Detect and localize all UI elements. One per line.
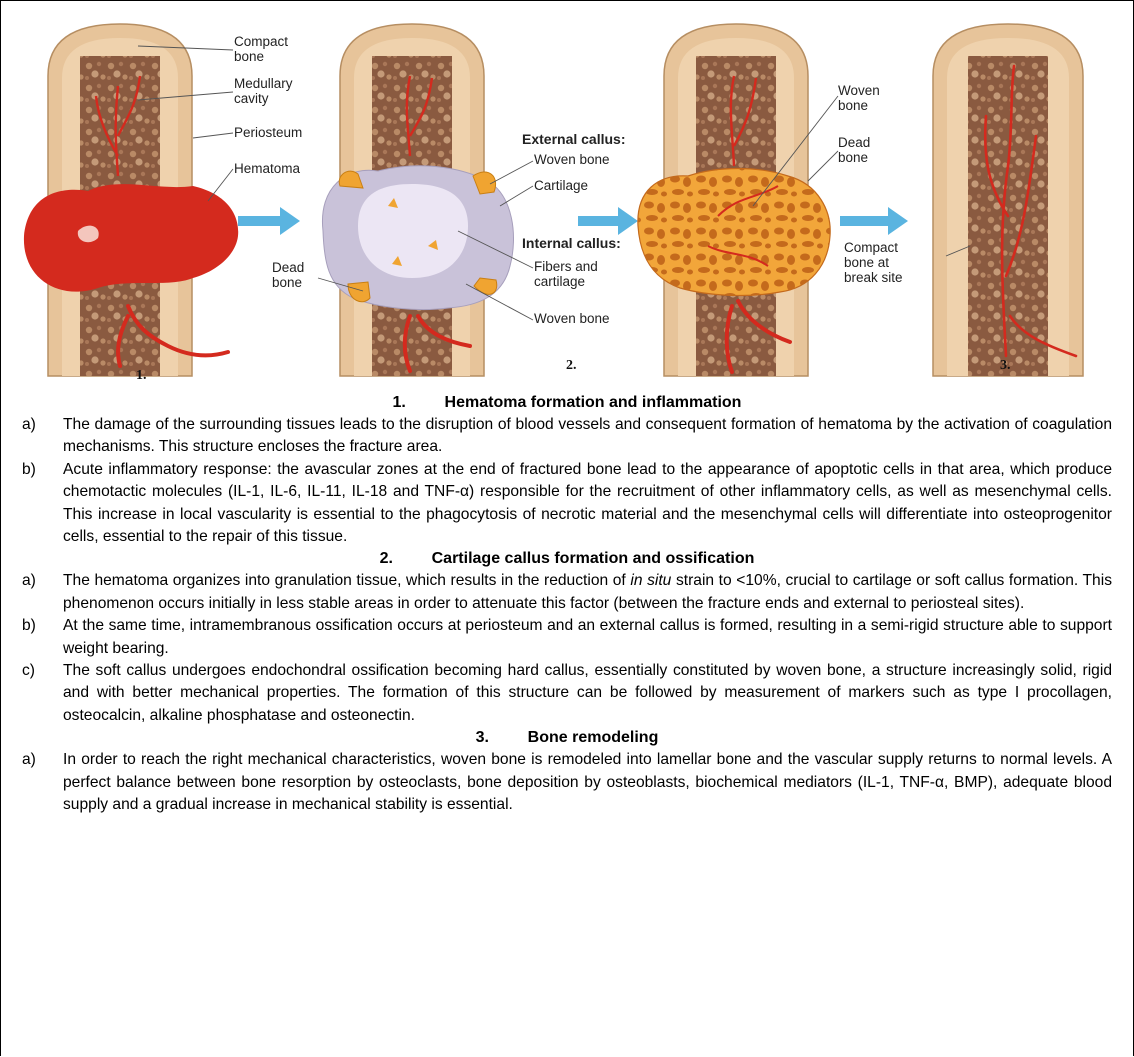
section-2-item-b: b) At the same time, intramembranous ossi… xyxy=(0,615,1134,660)
panel-hematoma xyxy=(24,24,238,376)
item-marker: a) xyxy=(22,570,36,592)
panel-soft-callus xyxy=(322,24,513,376)
fracture-healing-figure: Compact bone Medullary cavity Periosteum… xyxy=(18,16,1118,386)
arrow-1-to-2 xyxy=(238,207,300,235)
section-number: 3. xyxy=(476,727,528,749)
section-title: Hematoma formation and inflammation xyxy=(445,394,742,411)
item-marker: a) xyxy=(22,414,36,436)
item-text: In order to reach the right mechanical c… xyxy=(63,751,1112,813)
body-text: 1.Hematoma formation and inflammation a)… xyxy=(0,392,1134,817)
label-dead-bone-1: Dead bone xyxy=(272,260,308,290)
item-text: The soft callus undergoes endochondral o… xyxy=(63,662,1112,724)
label-woven-bone-int: Woven bone xyxy=(534,311,610,326)
section-number: 2. xyxy=(380,548,432,570)
label-medullary-cavity: Medullary cavity xyxy=(234,76,296,106)
fracture-healing-illustration: Compact bone Medullary cavity Periosteum… xyxy=(18,16,1118,386)
label-hematoma: Hematoma xyxy=(234,161,301,176)
arrow-3-to-4 xyxy=(840,207,908,235)
section-2-item-c: c) The soft callus undergoes endochondral… xyxy=(0,660,1134,727)
item-text-italic: in situ xyxy=(630,572,671,589)
figure-number-2: 2. xyxy=(566,358,577,373)
label-fibers-cartilage: Fibers and cartilage xyxy=(534,259,602,289)
label-woven-bone-3: Woven bone xyxy=(838,83,884,113)
arrow-2-to-3 xyxy=(578,207,638,235)
item-marker: c) xyxy=(22,660,35,682)
label-woven-bone-ext: Woven bone xyxy=(534,152,610,167)
section-2-heading: 2.Cartilage callus formation and ossific… xyxy=(0,548,1134,570)
figure-number-3: 3. xyxy=(1000,358,1011,373)
section-1-item-b: b) Acute inflammatory response: the avasc… xyxy=(0,459,1134,549)
label-cartilage: Cartilage xyxy=(534,178,588,193)
figure-number-1: 1. xyxy=(136,368,147,383)
section-2-item-a: a) The hematoma organizes into granulatio… xyxy=(0,570,1134,615)
label-compact-bone: Compact bone xyxy=(234,34,292,64)
section-3-heading: 3.Bone remodeling xyxy=(0,727,1134,749)
label-internal-callus: Internal callus: xyxy=(522,235,621,251)
item-marker: b) xyxy=(22,615,36,637)
panel-remodeled xyxy=(933,24,1083,376)
label-dead-bone-3: Dead bone xyxy=(838,135,874,165)
section-3-item-a: a) In order to reach the right mechanical… xyxy=(0,749,1134,816)
item-text: The damage of the surrounding tissues le… xyxy=(63,416,1112,455)
section-title: Bone remodeling xyxy=(528,729,659,746)
item-marker: b) xyxy=(22,459,36,481)
label-compact-break-site: Compact bone at break site xyxy=(844,240,903,285)
section-1-heading: 1.Hematoma formation and inflammation xyxy=(0,392,1134,414)
item-marker: a) xyxy=(22,749,36,771)
section-title: Cartilage callus formation and ossificat… xyxy=(432,550,755,567)
item-text: At the same time, intramembranous ossifi… xyxy=(63,617,1112,656)
section-number: 1. xyxy=(393,392,445,414)
label-periosteum: Periosteum xyxy=(234,125,302,140)
panel-hard-callus xyxy=(638,24,830,376)
item-text-pre: The hematoma organizes into granulation … xyxy=(63,572,630,589)
label-external-callus: External callus: xyxy=(522,131,626,147)
section-1-item-a: a) The damage of the surrounding tissues … xyxy=(0,414,1134,459)
item-text: Acute inflammatory response: the avascul… xyxy=(63,461,1112,545)
